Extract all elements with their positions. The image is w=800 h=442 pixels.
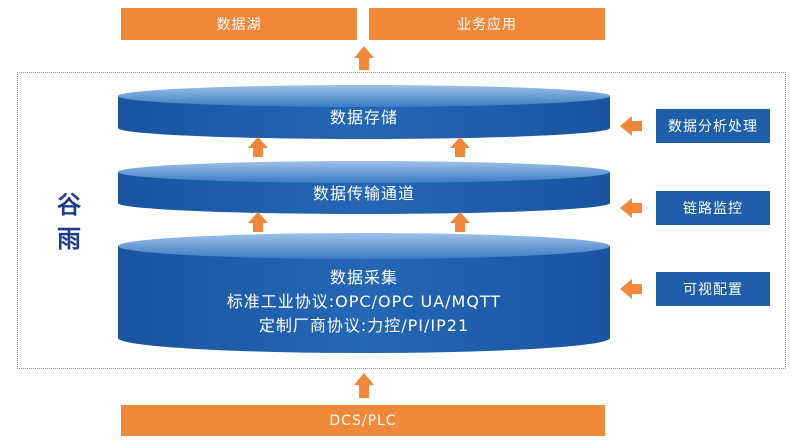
platform-title: 谷 雨 xyxy=(50,188,90,256)
transport-label: 数据传输通道 xyxy=(312,184,415,203)
collect-disk xyxy=(118,233,610,353)
data-analysis-label: 数据分析处理 xyxy=(668,119,758,135)
up-arrow-left-1 xyxy=(248,137,268,157)
business-app-label: 业务应用 xyxy=(457,17,517,33)
visual-config-box: 可视配置 xyxy=(656,272,770,306)
left-arrow-config xyxy=(620,279,642,299)
data-lake-label: 数据湖 xyxy=(216,17,262,33)
business-app-box: 业务应用 xyxy=(369,8,605,40)
up-arrow-to-top xyxy=(354,46,374,70)
platform-title-char-2: 雨 xyxy=(57,225,83,253)
storage-label: 数据存储 xyxy=(329,108,398,127)
collect-title: 数据采集 xyxy=(329,268,398,287)
collect-standard-protocols: 标准工业协议:OPC/OPC UA/MQTT xyxy=(226,292,502,311)
link-monitor-box: 链路监控 xyxy=(656,191,770,225)
transport-disk xyxy=(118,161,610,214)
left-arrow-analysis xyxy=(620,116,642,136)
platform-frame xyxy=(17,72,786,369)
link-monitor-label: 链路监控 xyxy=(683,201,743,217)
dcs-plc-label: DCS/PLC xyxy=(329,412,397,429)
up-arrow-right-1 xyxy=(450,137,470,157)
up-arrow-left-2 xyxy=(248,212,268,232)
platform-title-char-1: 谷 xyxy=(57,191,83,219)
data-lake-box: 数据湖 xyxy=(121,8,357,40)
storage-disk xyxy=(118,85,610,139)
collect-custom-protocols: 定制厂商协议:力控/PI/IP21 xyxy=(258,316,470,335)
collect-label-group: 数据采集 标准工业协议:OPC/OPC UA/MQTT 定制厂商协议:力控/PI… xyxy=(118,266,610,338)
data-analysis-box: 数据分析处理 xyxy=(656,109,770,143)
up-arrow-right-2 xyxy=(450,212,470,232)
dcs-plc-box: DCS/PLC xyxy=(121,405,605,436)
left-arrow-monitor xyxy=(620,198,642,218)
visual-config-label: 可视配置 xyxy=(683,282,743,298)
up-arrow-from-bottom xyxy=(354,373,374,398)
